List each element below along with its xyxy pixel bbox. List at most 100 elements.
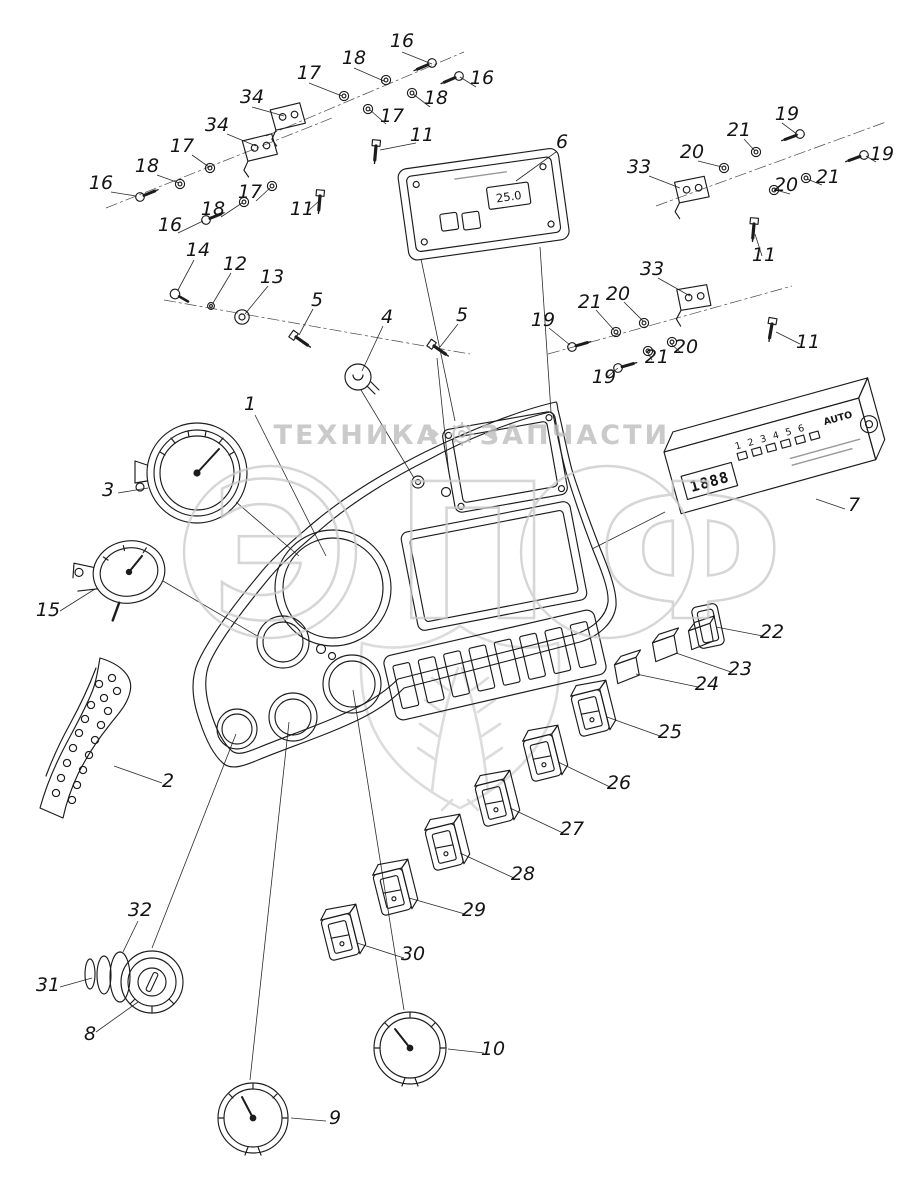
- instrument-panel: [192, 401, 617, 768]
- callout-30: 30: [401, 943, 425, 965]
- callout-11-3: 11: [752, 244, 776, 266]
- callout-9: 9: [329, 1107, 341, 1129]
- callout-17-3: 17: [170, 135, 194, 157]
- gauge-3: [134, 422, 248, 524]
- speedometer-hole: [274, 529, 392, 647]
- callout-16-3: 16: [89, 172, 113, 194]
- washer-13: [234, 309, 250, 325]
- callout-10: 10: [481, 1038, 505, 1060]
- callout-6: 6: [556, 131, 568, 153]
- controller-button-2: [461, 210, 482, 231]
- callout-8: 8: [84, 1023, 96, 1045]
- callout-2: 2: [162, 770, 174, 792]
- gauge-15: [72, 540, 166, 622]
- watermark-logo: ЭПФ: [182, 443, 830, 664]
- bracket-2: [39, 657, 132, 819]
- gauge-hole-2: [322, 654, 382, 714]
- callout-15: 15: [36, 599, 60, 621]
- callout-23: 23: [728, 658, 752, 680]
- callout-17-2: 17: [380, 105, 404, 127]
- callout-12: 12: [223, 253, 247, 275]
- callout-34-1: 34: [240, 86, 264, 108]
- callout-19-1: 19: [775, 103, 799, 125]
- callout-20-2: 20: [774, 174, 798, 196]
- callout-13: 13: [260, 266, 284, 288]
- callout-11-4: 11: [796, 331, 820, 353]
- callout-31: 31: [36, 974, 60, 996]
- ring-31: [84, 958, 96, 990]
- gauge-hole-1: [256, 615, 310, 669]
- switch-row-cutouts: [383, 609, 607, 721]
- controller-display: 25.0: [495, 188, 522, 205]
- callout-28: 28: [511, 863, 535, 885]
- callout-24: 24: [695, 673, 719, 695]
- callout-20-4: 20: [674, 336, 698, 358]
- callout-5-1: 5: [311, 289, 323, 311]
- switch-hole-1: [216, 708, 258, 750]
- callout-29: 29: [462, 899, 486, 921]
- callout-19-2: 19: [870, 143, 894, 165]
- watermark-right-text: ЗАПЧАСТИ: [480, 420, 670, 451]
- ac-controller: 25.0: [397, 148, 570, 261]
- callout-20-1: 20: [680, 141, 704, 163]
- screw-14: [169, 288, 190, 303]
- diamond-icon: [485, 429, 497, 439]
- callout-11-1: 11: [410, 124, 434, 146]
- watermark-left-text: ТЕХНИКА: [274, 420, 441, 451]
- callout-18-1: 18: [342, 47, 366, 69]
- callout-21-2: 21: [816, 166, 840, 188]
- gear-icon: [450, 422, 474, 446]
- callout-20-3: 20: [606, 283, 630, 305]
- callout-25: 25: [658, 721, 682, 743]
- callout-34-2: 34: [205, 114, 229, 136]
- gauge-hole-3: [268, 692, 318, 742]
- small-parts-row: [169, 288, 453, 395]
- callout-33-2: 33: [640, 258, 664, 280]
- radio-recess: [400, 501, 588, 631]
- diamond-icon: [427, 429, 439, 439]
- construction-lines: [151, 246, 666, 1081]
- gauge-10: [373, 1011, 447, 1087]
- callout-19-3: 19: [531, 309, 555, 331]
- callout-21-4: 21: [645, 346, 669, 368]
- callout-33-1: 33: [627, 156, 651, 178]
- callout-4: 4: [381, 306, 393, 328]
- callout-18-2: 18: [424, 87, 448, 109]
- callout-26: 26: [607, 772, 631, 794]
- radio-knob: [859, 415, 879, 434]
- callout-17-1: 17: [297, 62, 321, 84]
- callout-1: 1: [244, 393, 256, 415]
- callout-5-2: 5: [456, 304, 468, 326]
- callout-14: 14: [186, 239, 210, 261]
- ring-32: [96, 955, 112, 995]
- ignition-switch: [84, 950, 184, 1014]
- callout-7: 7: [848, 494, 860, 516]
- display-cutout: [442, 411, 568, 513]
- callout-16-1: 16: [390, 30, 414, 52]
- callout-18-4: 18: [201, 198, 225, 220]
- callout-3: 3: [102, 479, 114, 501]
- bulb-4: [344, 363, 380, 395]
- watermark-logo-text: ЭПФ: [210, 444, 830, 663]
- callout-27: 27: [560, 818, 584, 840]
- controller-button-1: [439, 211, 460, 232]
- callout-17-4: 17: [238, 181, 262, 203]
- watermark-band: ТЕХНИКА ЗАПЧАСТИ: [274, 420, 670, 451]
- callout-11-2: 11: [290, 198, 314, 220]
- callout-19-4: 19: [592, 366, 616, 388]
- watermark-shield: [359, 624, 561, 812]
- callout-18-3: 18: [135, 155, 159, 177]
- callout-21-3: 21: [578, 291, 602, 313]
- callouts: 16 18 17 34 16 18 17 11 34 17 18 16 17 1…: [36, 30, 894, 1129]
- callout-22: 22: [760, 621, 784, 643]
- blank-plates: [612, 603, 725, 685]
- gauge-9: [217, 1082, 289, 1156]
- callout-16-4: 16: [158, 214, 182, 236]
- leader-lines: [59, 51, 877, 1122]
- callout-32: 32: [128, 899, 152, 921]
- key-slot: [145, 971, 159, 993]
- callout-21-1: 21: [727, 119, 751, 141]
